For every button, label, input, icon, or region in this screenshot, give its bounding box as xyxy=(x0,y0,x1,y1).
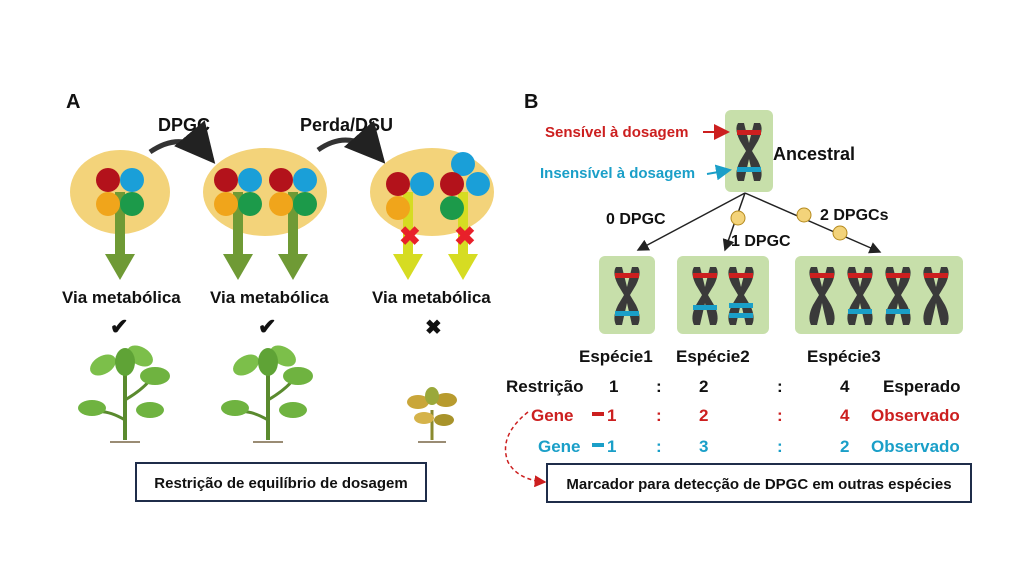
marker-caption: Marcador para detecção de DPGC em outras… xyxy=(566,476,951,493)
restriction-sep-1: : xyxy=(656,377,662,396)
loss-curved-arrow xyxy=(316,120,386,164)
expected-label: Esperado xyxy=(883,377,960,396)
pathway-unit-2 xyxy=(203,148,327,280)
pathway-unit-1 xyxy=(70,150,170,280)
dpgc-curved-arrow xyxy=(148,120,216,164)
gene-red-value-3: 4 xyxy=(840,406,850,425)
pathway-unit-3: ✖ ✖ xyxy=(370,148,494,280)
branch-0-dpgc: 0 DPGC xyxy=(606,211,666,228)
gene-blue-value-1: 1 xyxy=(607,437,616,456)
gene-red-label: Gene xyxy=(531,406,574,425)
restriction-sep-2: : xyxy=(777,377,783,396)
pathway-label-2: Via metabólica xyxy=(210,288,329,307)
branch-1-dpgc: 1 DPGC xyxy=(731,233,791,250)
gene-blue-sep-2: : xyxy=(777,437,783,456)
observed-red-label: Observado xyxy=(871,406,960,425)
cross-mark: ✖ xyxy=(425,317,442,339)
species2-box xyxy=(677,256,769,334)
check-mark-2: ✔ xyxy=(258,314,276,339)
gene-red-value-2: 2 xyxy=(699,406,708,425)
healthy-plant-1-icon xyxy=(78,345,170,443)
ancestral-label: Ancestral xyxy=(773,144,855,164)
branch-2-dpgcs: 2 DPGCs xyxy=(820,207,889,224)
gene-red-sep-2: : xyxy=(777,406,783,425)
species1-label: Espécie1 xyxy=(579,347,653,366)
panel-a-label: A xyxy=(66,91,80,113)
species3-label: Espécie3 xyxy=(807,347,881,366)
blocked-x-2: ✖ xyxy=(454,221,476,251)
loss-dsu-arrow-label: Perda/DSU xyxy=(300,115,393,135)
check-mark-1: ✔ xyxy=(110,314,128,339)
dpgc-arrow-label: DPGC xyxy=(158,115,210,135)
panel-b-label: B xyxy=(524,91,538,113)
pathway-label-3: Via metabólica xyxy=(372,288,491,307)
restriction-label: Restrição xyxy=(506,377,583,396)
restriction-value-3: 4 xyxy=(840,377,850,396)
gene-red-value-1: 1 xyxy=(607,406,616,425)
marker-box xyxy=(546,463,972,503)
species2-label: Espécie2 xyxy=(676,347,750,366)
gene-blue-sep-1: : xyxy=(656,437,662,456)
observed-blue-label: Observado xyxy=(871,437,960,456)
pathway-label-1: Via metabólica xyxy=(62,288,181,307)
gene-blue-value-2: 3 xyxy=(699,437,708,456)
species3-box xyxy=(795,256,963,334)
restriction-value-2: 2 xyxy=(699,377,708,396)
wilted-plant-icon xyxy=(407,387,457,443)
dosage-insensitive-label: Insensível à dosagem xyxy=(540,165,695,182)
dosage-balance-box xyxy=(135,462,427,502)
dosage-sensitive-label: Sensível à dosagem xyxy=(545,124,688,141)
marker-dashed-arrow xyxy=(504,411,547,488)
gene-blue-label: Gene xyxy=(538,437,581,456)
restriction-value-1: 1 xyxy=(609,377,618,396)
dosage-balance-caption: Restrição de equilíbrio de dosagem xyxy=(154,475,407,492)
gene-red-sep-1: : xyxy=(656,406,662,425)
healthy-plant-2-icon xyxy=(221,345,313,443)
gene-blue-value-3: 2 xyxy=(840,437,849,456)
blocked-x-1: ✖ xyxy=(399,221,421,251)
